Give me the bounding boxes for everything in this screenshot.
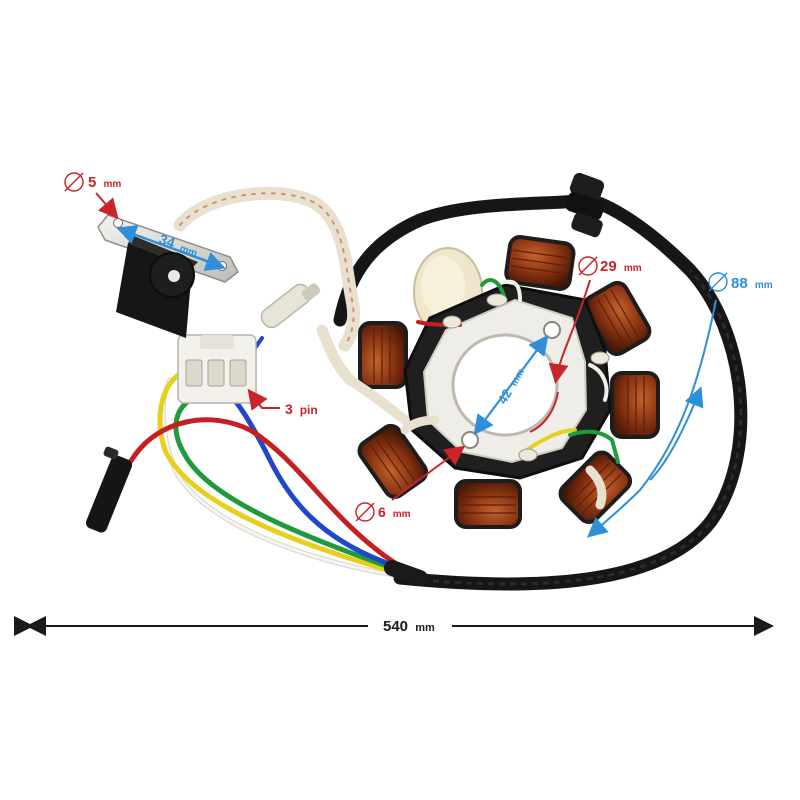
dimension-total-length: 540 mm [14,616,774,636]
dimension-hole-5: 5 mm [64,172,121,220]
dimension-outer-diameter: 29 mm [529,256,642,433]
yellow-wire [157,372,398,575]
svg-text:3 pin: 3 pin [285,401,318,417]
center-bore [451,333,559,437]
bullet-connector-black [86,446,132,533]
stator-internal-wires [345,278,620,510]
connector-unit: pin [300,403,318,417]
stator-diameter-value: 88 [731,275,748,292]
main-cable [333,172,748,591]
red-wire [132,417,398,566]
total-length-value: 540 [383,618,408,635]
green-wire [173,397,398,572]
pickup-span-value: 34 [157,231,177,251]
dimension-bolt-spacing: 42 mm [473,334,549,436]
stator [345,235,660,529]
svg-text:88 mm: 88 mm [731,275,773,292]
cable-grommet [565,172,605,238]
hole-5-unit: mm [104,179,122,190]
bolt-hole-unit: mm [393,509,411,520]
mounting-hole-bottom [461,431,479,449]
dimension-stator-diameter: 88 mm [586,272,773,538]
solder-joints [442,293,610,462]
dimension-bolt-hole: 6 mm [355,445,466,522]
svg-text:540 mm: 540 mm [383,618,435,635]
bullet-terminal-white [260,283,321,329]
outer-diameter-value: 29 [600,258,617,275]
three-pin-connector [177,334,257,404]
stator-coils [357,235,660,529]
mounting-hole-top [543,321,561,339]
bolt-hole-value: 6 [378,504,386,520]
connector-value: 3 [285,401,293,417]
total-length-unit: mm [415,622,435,634]
svg-text:6 mm: 6 mm [378,504,411,520]
white-wire-core [161,378,397,577]
dimension-connector: 3 pin [247,388,318,417]
svg-text:5 mm: 5 mm [88,174,121,191]
hole-5-value: 5 [88,174,96,191]
svg-text:29 mm: 29 mm [600,258,642,275]
blue-wire [227,392,398,569]
stator-diameter-unit: mm [755,280,773,291]
outer-diameter-unit: mm [624,263,642,274]
